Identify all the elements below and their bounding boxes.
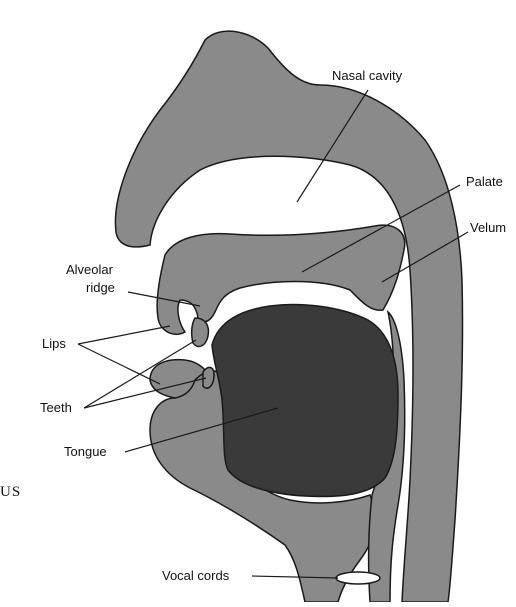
label-ridge: ridge — [86, 280, 115, 295]
vocal-cords-shape — [336, 572, 380, 584]
label-tongue: Tongue — [64, 444, 107, 459]
label-alveolar: Alveolar — [66, 262, 114, 277]
margin-fragment: US — [0, 484, 21, 500]
label-palate: Palate — [466, 174, 503, 189]
label-vocal-cords: Vocal cords — [162, 568, 230, 583]
leader-lips-1 — [78, 326, 170, 344]
label-velum: Velum — [470, 220, 506, 235]
upper-teeth — [192, 318, 209, 347]
label-lips: Lips — [42, 336, 66, 351]
label-teeth: Teeth — [40, 400, 72, 415]
tongue — [212, 305, 398, 497]
label-nasal-cavity: Nasal cavity — [332, 68, 403, 83]
leader-lips-2 — [78, 344, 160, 384]
